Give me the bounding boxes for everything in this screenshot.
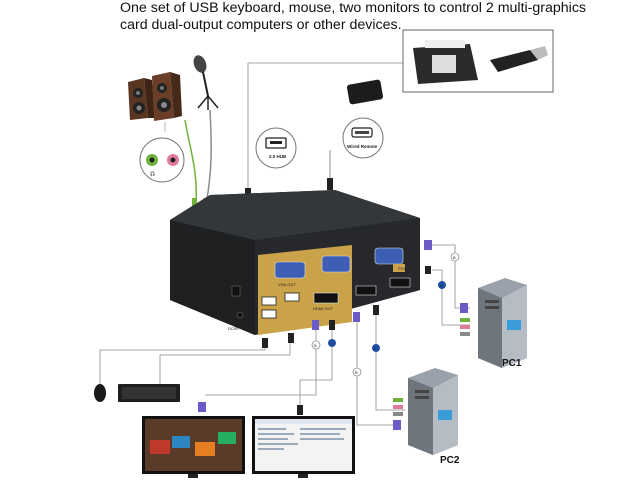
power-off-label: OFF	[242, 301, 251, 306]
keyboard	[118, 384, 180, 402]
caption-line-2: card dual-output computers or other devi…	[120, 17, 402, 33]
microphone	[193, 55, 219, 110]
marker-a-bottom-1-label: A	[330, 341, 333, 346]
power-on-label: ON	[228, 301, 234, 306]
usb-hub-callout: 2.0 HUB	[245, 63, 297, 202]
kvm-pc2-port-label: PC2	[370, 274, 379, 279]
monitor-left	[142, 402, 245, 478]
marker-b-bottom-1	[311, 340, 321, 350]
monitor-right	[252, 405, 355, 478]
vga-out-label: VGA OUT	[278, 282, 296, 287]
kvm-pc1-port-label: PC1	[398, 266, 407, 271]
marker-a-bottom-1	[328, 339, 336, 347]
mouse	[94, 384, 106, 402]
speakers	[128, 72, 182, 121]
wired-remote-callout: Wired Remote	[327, 79, 384, 190]
marker-b-pc1	[450, 252, 460, 262]
printer-and-flash-drive	[248, 29, 554, 93]
marker-a-bottom-2	[372, 344, 380, 352]
usb-hub-label: 2.0 HUB	[269, 154, 287, 159]
pc1-label: PC1	[502, 358, 522, 369]
marker-a-pc1-label: A	[440, 283, 443, 288]
svg-text:🎧: 🎧	[150, 171, 155, 176]
dc5v-label: DC5V	[228, 326, 239, 331]
audio-jack-callout: 🎧	[139, 122, 185, 183]
pc1-tower	[478, 278, 527, 368]
peripheral-cables	[99, 315, 390, 426]
marker-b-pc1-label: B	[453, 255, 456, 260]
caption-line-1: One set of USB keyboard, mouse, two moni…	[120, 0, 587, 16]
marker-b-bottom-1-label: B	[314, 343, 317, 348]
wired-remote-label: Wired Remote	[347, 144, 378, 149]
caption: One set of USB keyboard, mouse, two moni…	[120, 0, 620, 34]
kvm-switch: VGA OUT HDMI OUT PC2 PC1 ON OFF DC5V	[170, 190, 420, 335]
marker-b-bottom-2	[352, 367, 362, 377]
marker-b-bottom-2-label: B	[355, 370, 358, 375]
hdmi-out-label: HDMI OUT	[313, 306, 333, 311]
pc2-label: PC2	[440, 455, 460, 466]
marker-a-pc1	[438, 281, 446, 289]
pc2-tower	[408, 368, 458, 455]
marker-a-bottom-2-label: A	[374, 346, 377, 351]
